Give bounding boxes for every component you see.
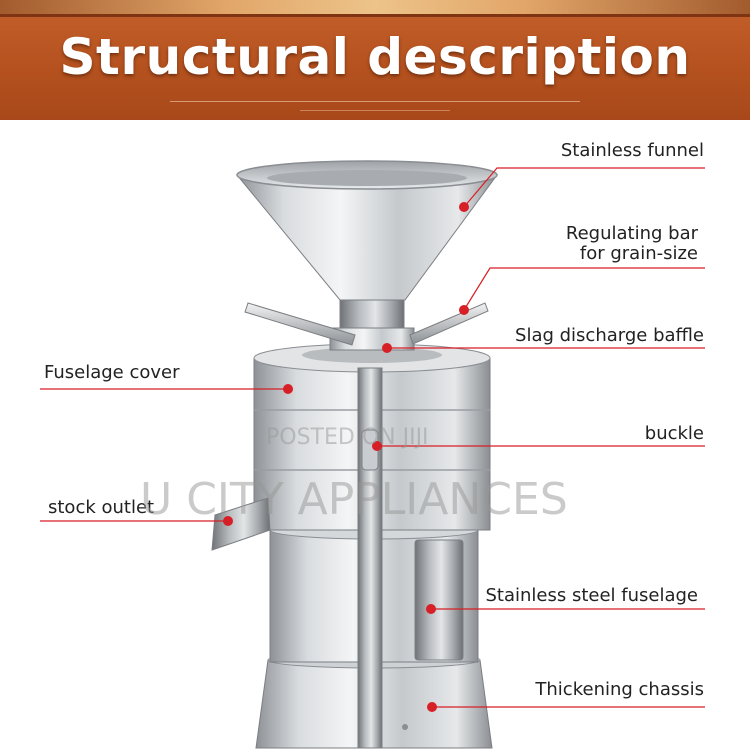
title-underline <box>170 101 580 102</box>
header-banner: Structural description <box>0 0 750 120</box>
banner-divider <box>0 14 750 17</box>
soy-milk-grinder-illustration <box>40 160 705 749</box>
marker-funnel <box>459 202 469 212</box>
marker-thickening-chassis <box>427 702 437 712</box>
regulating-bar <box>244 302 489 346</box>
banner-photo-strip <box>0 0 750 14</box>
label-stainless-steel-fuselage: Stainless steel fuselage <box>485 585 698 606</box>
marker-stainless-fuselage <box>426 604 436 614</box>
marker-slag-baffle <box>382 343 392 353</box>
label-stock-outlet: stock outlet <box>48 497 155 518</box>
leader-regulating-bar <box>463 267 705 311</box>
label-fuselage-cover: Fuselage cover <box>44 362 180 383</box>
watermark-posted-on: POSTED ON JIJI <box>266 425 429 450</box>
stock-outlet-spout <box>211 497 271 551</box>
annotation-markers <box>223 202 469 712</box>
label-regulating-bar-line1: Regulating bar <box>565 223 698 244</box>
leader-stainless-funnel <box>463 167 705 208</box>
annotation-leaders <box>40 167 705 708</box>
stainless-funnel <box>235 160 498 301</box>
marker-stock-outlet <box>223 516 233 526</box>
buckle-strap <box>357 367 383 749</box>
label-regulating-bar-line2: for grain-size <box>579 243 698 264</box>
watermark-seller: U CITY APPLIANCES <box>140 474 568 525</box>
title-underline-short <box>300 110 450 111</box>
page-title: Structural description <box>59 28 691 86</box>
marker-fuselage-cover <box>283 384 293 394</box>
label-thickening-chassis: Thickening chassis <box>535 679 704 700</box>
marker-buckle <box>372 441 382 451</box>
marker-regulating-bar <box>459 305 469 315</box>
label-stainless-funnel: Stainless funnel <box>560 140 704 161</box>
label-buckle: buckle <box>644 423 704 444</box>
label-slag-discharge-baffle: Slag discharge baffle <box>515 325 704 346</box>
